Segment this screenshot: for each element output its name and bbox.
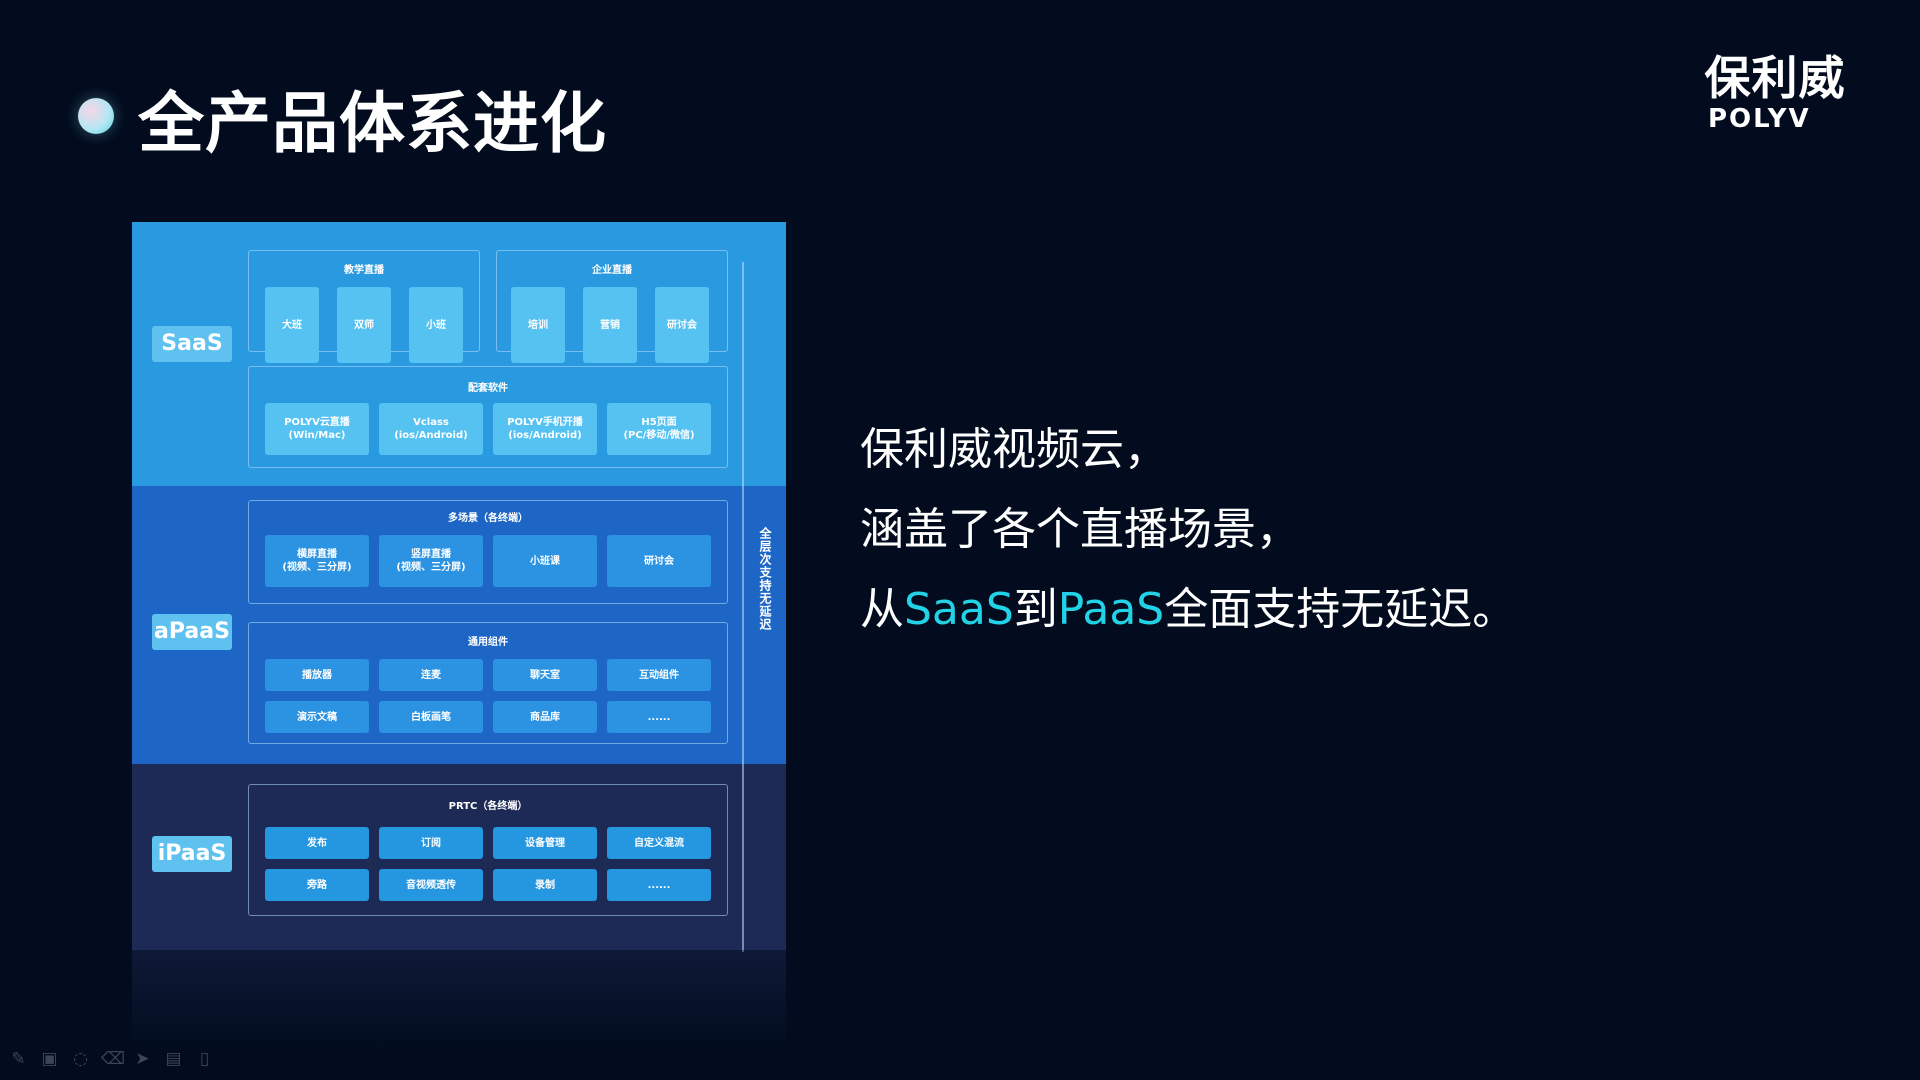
apaas-layer: aPaaS 多场景（各终端） 横屏直播 (视频、三分屏) 竖屏直播 (视频、三分屏)… bbox=[132, 486, 786, 764]
software-group: 配套软件 POLYV云直播 (Win/Mac) Vclass (ios/Androi… bbox=[248, 366, 728, 468]
software-item: Vclass (ios/Android) bbox=[379, 403, 483, 455]
prtc-item: 录制 bbox=[493, 869, 597, 901]
title-bullet-dot bbox=[78, 98, 114, 134]
logo-english: POLYV bbox=[1708, 104, 1811, 134]
enterprise-item: 培训 bbox=[511, 287, 565, 363]
prtc-item: 发布 bbox=[265, 827, 369, 859]
scenes-title: 多场景（各终端） bbox=[448, 513, 528, 524]
description-line3-post: 全面支持无延迟。 bbox=[1164, 584, 1517, 635]
component-item: 播放器 bbox=[265, 659, 369, 691]
prtc-item: 设备管理 bbox=[493, 827, 597, 859]
page-title: 全产品体系进化 bbox=[138, 85, 607, 162]
software-item: POLYV云直播 (Win/Mac) bbox=[265, 403, 369, 455]
software-title: 配套软件 bbox=[468, 383, 508, 394]
scene-item: 横屏直播 (视频、三分屏) bbox=[265, 535, 369, 587]
components-group: 通用组件 播放器 连麦 聊天室 互动组件 演示文稿 白板画笔 商品库 .....… bbox=[248, 622, 728, 744]
saas-badge: SaaS bbox=[152, 326, 232, 362]
component-item: 互动组件 bbox=[607, 659, 711, 691]
enterprise-live-title: 企业直播 bbox=[592, 265, 632, 276]
highlight-saas: SaaS bbox=[904, 584, 1014, 635]
saas-layer: SaaS 教学直播 大班 双师 小班 企业直播 培训 营销 研讨会 配套软件 P… bbox=[132, 222, 786, 486]
description-line-3: 从SaaS到PaaS全面支持无延迟。 bbox=[860, 570, 1760, 650]
description-text: 保利威视频云， 涵盖了各个直播场景， 从SaaS到PaaS全面支持无延迟。 bbox=[860, 410, 1760, 650]
software-item: POLYV手机开播 (ios/Android) bbox=[493, 403, 597, 455]
side-divider-line bbox=[742, 262, 744, 952]
enterprise-item: 营销 bbox=[583, 287, 637, 363]
software-item-line1: H5页面 bbox=[641, 417, 677, 428]
prtc-group: PRTC（各终端） 发布 订阅 设备管理 自定义混流 旁路 音视频透传 录制 .… bbox=[248, 784, 728, 916]
software-item-line1: Vclass bbox=[413, 417, 449, 428]
prtc-item: 自定义混流 bbox=[607, 827, 711, 859]
enterprise-item: 研讨会 bbox=[655, 287, 709, 363]
scene-item: 竖屏直播 (视频、三分屏) bbox=[379, 535, 483, 587]
component-item: 演示文稿 bbox=[265, 701, 369, 733]
pointer-icon[interactable]: ➤ bbox=[135, 1048, 150, 1069]
lasso-icon[interactable]: ◌ bbox=[73, 1048, 88, 1069]
pen-icon[interactable]: ✎ bbox=[11, 1048, 26, 1069]
component-item: ...... bbox=[607, 701, 711, 733]
enterprise-live-group: 企业直播 培训 营销 研讨会 bbox=[496, 250, 728, 363]
edu-item: 大班 bbox=[265, 287, 319, 363]
scene-item: 研讨会 bbox=[607, 535, 711, 587]
software-item-line2: (Win/Mac) bbox=[288, 430, 346, 441]
edu-item: 双师 bbox=[337, 287, 391, 363]
eraser-icon[interactable]: ⌫ bbox=[101, 1048, 126, 1069]
scene-item-line1: 竖屏直播 bbox=[410, 549, 451, 560]
scene-item-line2: (视频、三分屏) bbox=[396, 562, 466, 573]
scenes-group: 多场景（各终端） 横屏直播 (视频、三分屏) 竖屏直播 (视频、三分屏) 小班课 研… bbox=[248, 500, 728, 604]
component-item: 连麦 bbox=[379, 659, 483, 691]
software-item-line2: (ios/Android) bbox=[508, 430, 582, 441]
description-line-1: 保利威视频云， bbox=[860, 424, 1168, 475]
screen-icon[interactable]: ▣ bbox=[41, 1048, 58, 1069]
side-vertical-label: 全层次支持无延迟 bbox=[758, 527, 772, 631]
camera-icon[interactable]: ▤ bbox=[165, 1048, 182, 1069]
software-item-line1: POLYV云直播 bbox=[284, 417, 350, 428]
description-line3-pre: 从 bbox=[860, 584, 904, 635]
prtc-item: 音视频透传 bbox=[379, 869, 483, 901]
diagram-reflection bbox=[132, 950, 786, 1050]
description-line3-mid: 到 bbox=[1013, 584, 1058, 635]
architecture-diagram: SaaS 教学直播 大班 双师 小班 企业直播 培训 营销 研讨会 配套软件 P… bbox=[132, 222, 786, 952]
ipaas-badge: iPaaS bbox=[152, 836, 232, 872]
components-title: 通用组件 bbox=[468, 637, 508, 648]
software-item: H5页面 (PC/移动/微信) bbox=[607, 403, 711, 455]
software-item-line2: (PC/移动/微信) bbox=[623, 430, 695, 441]
logo-chinese: 保利威 bbox=[1704, 51, 1846, 105]
component-item: 白板画笔 bbox=[379, 701, 483, 733]
software-item-line1: POLYV手机开播 bbox=[507, 417, 583, 428]
apaas-badge: aPaaS bbox=[152, 614, 232, 650]
description-line-2: 涵盖了各个直播场景， bbox=[860, 504, 1300, 555]
component-item: 商品库 bbox=[493, 701, 597, 733]
edu-live-group: 教学直播 大班 双师 小班 bbox=[248, 250, 480, 363]
annotation-toolbar: ✎ ▣ ◌ ⌫ ➤ ▤ ▯ bbox=[8, 1044, 215, 1074]
scene-item-line2: (视频、三分屏) bbox=[282, 562, 352, 573]
prtc-item: ...... bbox=[607, 869, 711, 901]
highlight-paas: PaaS bbox=[1057, 584, 1165, 635]
component-item: 聊天室 bbox=[493, 659, 597, 691]
edu-live-title: 教学直播 bbox=[344, 265, 384, 276]
prtc-item: 订阅 bbox=[379, 827, 483, 859]
mic-icon[interactable]: ▯ bbox=[199, 1048, 210, 1069]
prtc-title: PRTC（各终端） bbox=[448, 801, 528, 812]
polyv-logo: 保利威 POLYV bbox=[1700, 52, 1850, 134]
prtc-item: 旁路 bbox=[265, 869, 369, 901]
edu-item: 小班 bbox=[409, 287, 463, 363]
ipaas-layer: iPaaS PRTC（各终端） 发布 订阅 设备管理 自定义混流 旁路 音视频透… bbox=[132, 764, 786, 950]
scene-item-line1: 横屏直播 bbox=[296, 549, 337, 560]
scene-item: 小班课 bbox=[493, 535, 597, 587]
software-item-line2: (ios/Android) bbox=[394, 430, 468, 441]
